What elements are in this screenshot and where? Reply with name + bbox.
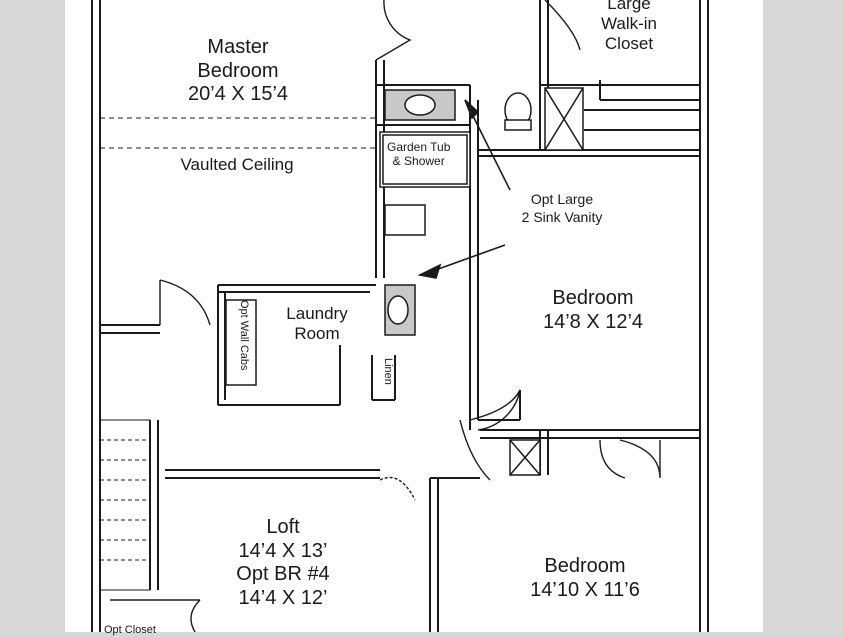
loft-line-2: 14’4 X 13’	[238, 539, 328, 562]
master-bottom-wall	[100, 324, 160, 334]
loft-label: Loft 14’4 X 13’ Opt BR #4 14’4 X 12’	[236, 516, 329, 610]
stair-wall	[149, 420, 159, 590]
bedroom3-wall	[480, 429, 700, 475]
arrows	[417, 99, 511, 279]
garden-tub-line-2: & Shower	[392, 153, 445, 168]
bedroom3-name: Bedroom	[544, 555, 626, 577]
loft-line-1: Loft	[266, 516, 300, 538]
outer-wall-left	[91, 0, 101, 632]
garden-tub-label: Garden Tub & Shower	[387, 140, 451, 169]
hall-wall	[469, 300, 521, 430]
master-top-dash	[100, 117, 376, 149]
bedroom2-label: Bedroom 14’8 X 12’4	[543, 287, 643, 334]
closet-line-1: Large	[607, 0, 651, 13]
closet-line-2: Walk-in	[600, 14, 658, 34]
bath-top	[376, 84, 470, 126]
bedroom2-name: Bedroom	[552, 287, 634, 309]
bath-right-wall	[469, 85, 479, 300]
master-size: 20’4 X 15’4	[187, 83, 289, 106]
laundry-line-2: Room	[294, 324, 340, 344]
laundry-line-1: Laundry	[286, 304, 348, 323]
washer-dryer-icon	[225, 299, 257, 386]
stairs	[99, 419, 151, 591]
garden-tub-line-1: Garden Tub	[387, 140, 451, 154]
bedroom3-left-wall	[429, 477, 480, 632]
bedroom3-label: Bedroom 14’10 X 11’6	[530, 555, 640, 602]
loft-top-wall	[165, 469, 380, 479]
loft-line-3: Opt BR #4	[236, 563, 330, 586]
outer-wall-top-right	[599, 80, 700, 101]
laundry-wall	[217, 284, 376, 406]
laundry-room-label: Laundry Room	[286, 304, 347, 344]
fixtures	[225, 87, 584, 476]
opt-closet-label: Opt Closet	[104, 624, 156, 636]
closet-line-3: Closet	[604, 34, 654, 54]
master-name-1: Master	[207, 36, 269, 58]
garden-tub	[379, 131, 471, 188]
bedroom2-top-wall	[478, 149, 700, 157]
vanity-note-line-1: Opt Large	[530, 191, 594, 207]
master-name-2: Bedroom	[197, 59, 279, 82]
outer-wall-right	[699, 0, 709, 632]
master-bedroom-label: Master Bedroom 20’4 X 15’4	[188, 36, 288, 107]
closet-label: Large Walk-in Closet	[601, 0, 657, 54]
sink-top-icon	[404, 94, 436, 116]
closet-shelf-walls	[584, 109, 700, 131]
wall-cabs-label: Opt Wall Cabs	[238, 300, 250, 371]
vaulted-ceiling-label: Vaulted Ceiling	[180, 155, 294, 174]
bedroom2-size: 14’8 X 12’4	[542, 310, 644, 333]
linen-wall	[371, 355, 396, 401]
linen-label: Linen	[382, 358, 394, 385]
door-swings	[99, 0, 661, 632]
bedroom3-size: 14’10 X 11’6	[530, 578, 640, 601]
loft-line-4: 14’4 X 12’	[238, 586, 328, 609]
vanity-annotation: Opt Large 2 Sink Vanity	[522, 190, 603, 226]
vanity-note-line-2: 2 Sink Vanity	[521, 209, 603, 226]
